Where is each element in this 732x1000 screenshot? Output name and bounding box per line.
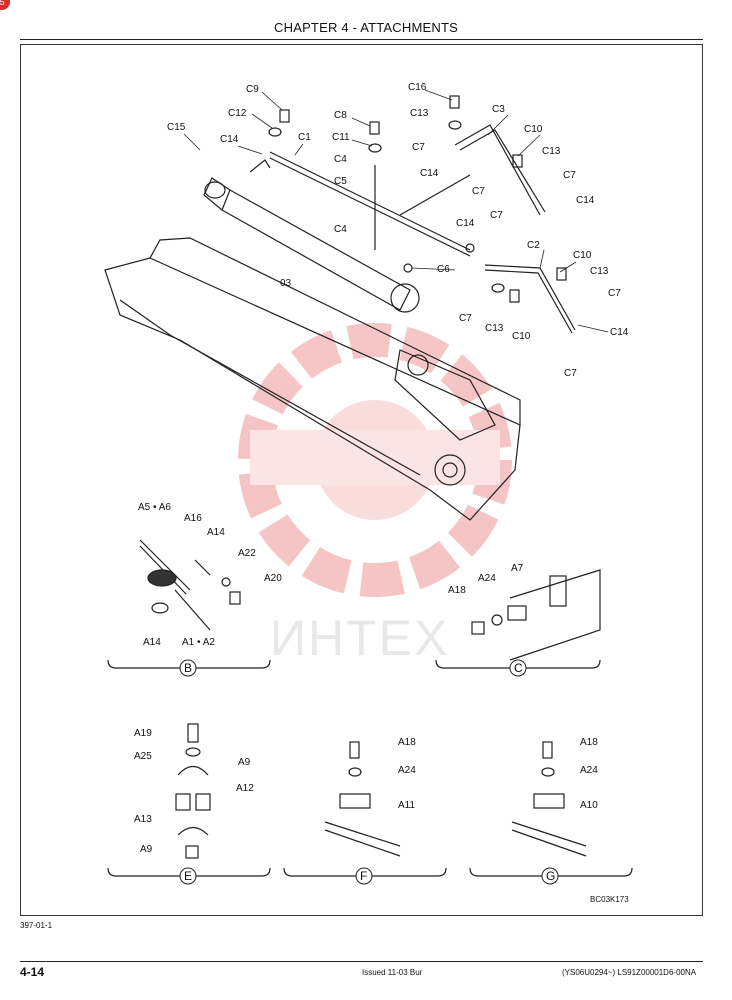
header-rule bbox=[20, 39, 703, 40]
issued-date: Issued 11-03 Bur bbox=[362, 968, 423, 977]
part-label: C7 bbox=[490, 210, 503, 221]
corner-badge: 5 bbox=[0, 0, 10, 10]
hydraulic-hoses bbox=[269, 124, 576, 334]
section-letter: B bbox=[184, 661, 192, 675]
part-label: A18 bbox=[448, 585, 466, 596]
document-reference: 397-01-1 bbox=[20, 921, 53, 930]
part-label: C13 bbox=[590, 266, 609, 277]
part-label: A9 bbox=[238, 757, 251, 768]
section-marker bbox=[509, 659, 527, 677]
watermark-logo bbox=[238, 323, 512, 597]
boom-cylinder bbox=[203, 159, 420, 313]
part-label: 03 bbox=[280, 278, 292, 289]
part-label: C10 bbox=[524, 124, 543, 135]
part-label: C14 bbox=[610, 327, 629, 338]
part-label: A22 bbox=[238, 548, 256, 559]
part-label: C14 bbox=[420, 168, 439, 179]
part-label: A24 bbox=[398, 765, 416, 776]
part-label: C8 bbox=[334, 110, 347, 121]
part-label: C7 bbox=[412, 142, 425, 153]
part-label: C10 bbox=[512, 331, 531, 342]
part-label: C7 bbox=[459, 313, 472, 324]
part-label: C11 bbox=[332, 132, 350, 143]
part-label: C4 bbox=[334, 154, 347, 165]
part-label: A5 • A6 bbox=[138, 502, 171, 513]
part-label: A1 • A2 bbox=[182, 637, 215, 648]
part-label: C12 bbox=[228, 108, 247, 119]
part-label: C4 bbox=[334, 224, 347, 235]
page-number: 4-14 bbox=[20, 965, 45, 979]
part-label: A24 bbox=[580, 765, 598, 776]
figure-frame bbox=[20, 44, 703, 916]
part-label: A24 bbox=[478, 573, 496, 584]
detail-section-f: A18 A24 A11 F bbox=[283, 737, 447, 885]
part-label: C13 bbox=[542, 146, 561, 157]
part-label: C10 bbox=[573, 250, 592, 261]
footer-rule bbox=[20, 961, 703, 962]
part-label: C14 bbox=[220, 134, 239, 145]
part-label: C5 bbox=[334, 176, 347, 187]
part-label: C16 bbox=[408, 82, 427, 93]
section-letter: C bbox=[514, 661, 523, 675]
document-code: (YS06U0294~) LS91Z00001D6-00NA bbox=[562, 968, 697, 977]
part-label: A20 bbox=[264, 573, 282, 584]
part-label: A10 bbox=[580, 800, 598, 811]
part-label: C15 bbox=[167, 122, 186, 133]
part-label: A14 bbox=[143, 637, 161, 648]
part-label: C14 bbox=[576, 195, 595, 206]
part-label: C2 bbox=[527, 240, 540, 251]
part-label: C7 bbox=[564, 368, 577, 379]
part-label: A25 bbox=[134, 751, 152, 762]
section-marker bbox=[179, 867, 197, 885]
main-part-labels: C9 C12 C1 C15 C14 C8 C11 C4 C5 C4 03 C16… bbox=[167, 82, 629, 379]
part-label: A7 bbox=[511, 563, 524, 574]
part-label: A19 bbox=[134, 728, 152, 739]
boom-arm bbox=[104, 237, 521, 521]
leader-lines bbox=[183, 89, 609, 333]
part-label: C3 bbox=[492, 104, 505, 115]
section-letter: F bbox=[360, 869, 367, 883]
detail-section-g: A18 A24 A10 G bbox=[469, 737, 633, 885]
part-label: A16 bbox=[184, 513, 202, 524]
part-label: C7 bbox=[608, 288, 621, 299]
part-label: A18 bbox=[580, 737, 598, 748]
part-label: C14 bbox=[456, 218, 475, 229]
detail-section-c: A18 A24 A7 C bbox=[435, 563, 601, 677]
detail-section-b: A5 • A6 A16 A14 A22 A20 A14 A1 • A2 B bbox=[107, 502, 282, 677]
part-label: A13 bbox=[134, 814, 152, 825]
detail-section-e: A19 A25 A9 A12 A13 A9 E bbox=[107, 723, 271, 885]
part-label: A18 bbox=[398, 737, 416, 748]
part-label: C13 bbox=[485, 323, 504, 334]
section-letter: E bbox=[184, 869, 192, 883]
part-label: A11 bbox=[398, 800, 415, 811]
part-label: C7 bbox=[563, 170, 576, 181]
fasteners bbox=[268, 95, 567, 303]
part-label: C9 bbox=[246, 84, 259, 95]
section-marker bbox=[179, 659, 197, 677]
chapter-title: CHAPTER 4 - ATTACHMENTS bbox=[274, 20, 458, 35]
part-label: C13 bbox=[410, 108, 429, 119]
part-label: C7 bbox=[472, 186, 485, 197]
part-label: A14 bbox=[207, 527, 225, 538]
section-letter: G bbox=[546, 869, 555, 883]
part-label: A12 bbox=[236, 783, 254, 794]
part-label: C1 bbox=[298, 132, 311, 143]
figure-code: BC03K173 bbox=[590, 895, 629, 904]
part-label: A9 bbox=[140, 844, 153, 855]
section-marker bbox=[355, 867, 373, 885]
section-marker bbox=[541, 867, 559, 885]
watermark-text: ИНТЕХ bbox=[270, 610, 449, 666]
